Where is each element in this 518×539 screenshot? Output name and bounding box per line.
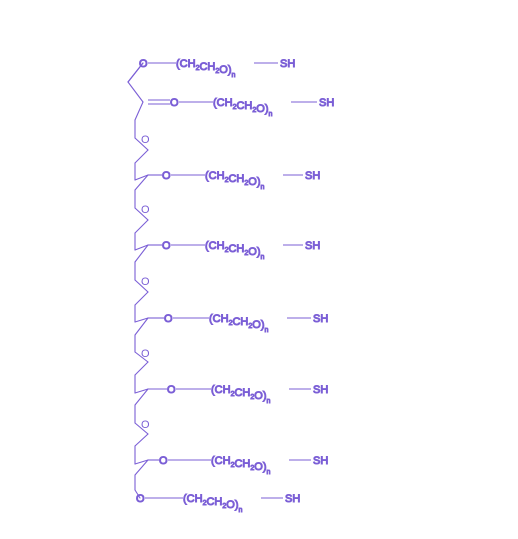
backbone-bond (134, 459, 149, 465)
backbone-bond (134, 459, 149, 476)
backbone-bond (134, 351, 149, 363)
backbone-bond (134, 317, 149, 336)
backbone-bond (134, 388, 149, 394)
peg-arm: O (CH2CH2O)n SH (148, 97, 335, 119)
backbone-bond (127, 62, 144, 83)
peg-repeat-unit: (CH2CH2O)n (205, 240, 265, 261)
backbone-oxygen-label: O (141, 276, 150, 288)
peg-arm: O (CH2CH2O)n SH (148, 455, 329, 477)
peg-arm: O (CH2CH2O)n SH (148, 313, 329, 335)
thiol-end-group: SH (285, 493, 300, 505)
backbone-bond (134, 207, 149, 221)
peg-repeat-unit: (CH2CH2O)n (183, 493, 243, 514)
peg-repeat-unit: (CH2CH2O)n (213, 97, 273, 118)
peg-arms: OOOOOO(CH2CH2O)nSHO(CH2CH2O)nSHO(CH2CH2O… (136, 58, 335, 515)
backbone-bond (127, 81, 144, 103)
arm-oxygen-label: O (164, 313, 173, 325)
peg-arm: O (CH2CH2O)n SH (148, 240, 321, 262)
thiol-end-group: SH (313, 313, 328, 325)
peg-arm: O (CH2CH2O)n SH (148, 170, 321, 192)
arm-oxygen-label: O (167, 384, 176, 396)
thiol-end-group: SH (280, 58, 295, 70)
arm-oxygen-label: O (170, 97, 179, 109)
backbone-bond (134, 433, 149, 447)
backbone-oxygen-label: O (141, 204, 150, 216)
backbone-bond (134, 388, 149, 406)
backbone-bond (134, 361, 149, 376)
backbone-bond (134, 244, 149, 263)
thiol-end-group: SH (313, 384, 328, 396)
arm-oxygen-label: O (159, 455, 168, 467)
peg-repeat-unit: (CH2CH2O)n (205, 170, 265, 191)
thiol-end-group: SH (305, 170, 320, 182)
thiol-end-group: SH (319, 97, 334, 109)
backbone-oxygen-label: O (141, 134, 150, 146)
peg-repeat-unit: (CH2CH2O)n (209, 313, 269, 334)
peg-repeat-unit: (CH2CH2O)n (211, 455, 271, 476)
arm-oxygen-label: O (162, 240, 171, 252)
peg-arm: O (CH2CH2O)n SH (136, 493, 301, 515)
backbone-bond (134, 291, 149, 306)
peg-arm: O (CH2CH2O)n SH (139, 58, 296, 80)
backbone-bond (134, 219, 149, 234)
arm-oxygen-label: O (136, 493, 145, 505)
backbone-bond (134, 244, 149, 251)
glycerol-backbone (127, 62, 149, 499)
arm-oxygen-label: O (139, 58, 148, 70)
backbone-bond (134, 137, 149, 151)
peg-arm: O (CH2CH2O)n SH (148, 384, 329, 406)
backbone-oxygen-label: O (141, 419, 150, 431)
arm-oxygen-label: O (162, 170, 171, 182)
backbone-bond (134, 489, 141, 499)
thiol-end-group: SH (313, 455, 328, 467)
backbone-bond (134, 174, 149, 181)
backbone-bond (134, 422, 149, 435)
backbone-bond (134, 174, 149, 191)
thiol-end-group: SH (305, 240, 320, 252)
peg-repeat-unit: (CH2CH2O)n (211, 384, 271, 405)
backbone-oxygen-label: O (141, 348, 150, 360)
peg-repeat-unit: (CH2CH2O)n (176, 58, 236, 79)
backbone-bond (134, 279, 149, 293)
backbone-bond (134, 101, 144, 121)
backbone-bond (134, 149, 149, 164)
backbone-bond (134, 317, 149, 323)
